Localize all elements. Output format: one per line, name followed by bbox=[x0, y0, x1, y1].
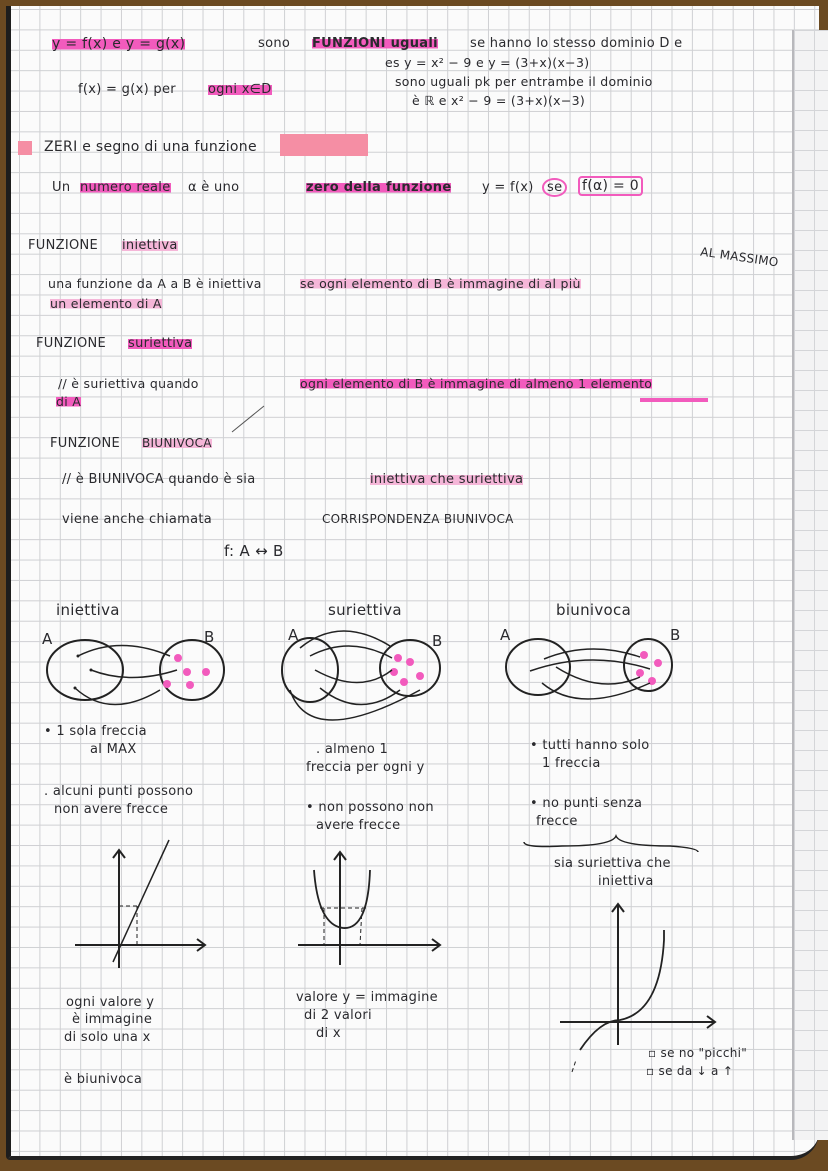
bijective-title-hl: BIUNIVOCA bbox=[142, 436, 212, 450]
notebook-page bbox=[6, 6, 819, 1160]
injective-title: FUNZIONE bbox=[28, 238, 99, 253]
zeros-se: se bbox=[542, 178, 568, 197]
bijective-note-3: • no punti senza bbox=[530, 796, 643, 811]
bijective-notation: f: A ↔ B bbox=[224, 542, 284, 560]
bijective-def: // è BIUNIVOCA quando è sia bbox=[62, 472, 256, 487]
injective-def-hl: se ogni elemento di B è immagine di al p… bbox=[300, 276, 581, 291]
injective-graph-caption-3: di solo una x bbox=[64, 1030, 151, 1045]
injective-note-2: al MAX bbox=[90, 742, 137, 757]
injective-def: una funzione da A a B è iniettiva bbox=[48, 276, 262, 291]
section-marker bbox=[18, 141, 32, 155]
surjective-note-3: • non possono non bbox=[306, 800, 434, 815]
bijective-note-1: • tutti hanno solo bbox=[530, 738, 650, 753]
injective-conclusion: è biunivoca bbox=[64, 1072, 143, 1087]
bijective-graph-caption-1: ▫ se no "picchi" bbox=[648, 1046, 748, 1060]
almeno-underline bbox=[640, 398, 708, 402]
pointer-line bbox=[231, 405, 265, 433]
surjective-parabola-graph bbox=[298, 850, 442, 965]
surjective-def: // è suriettiva quando bbox=[58, 376, 199, 391]
surjective-graph-caption-2: di 2 valori bbox=[304, 1008, 372, 1023]
title-highlight-block bbox=[280, 134, 368, 156]
injective-graph-caption-1: ogni valore y bbox=[66, 995, 155, 1010]
example-line-2: sono uguali pk per entrambe il dominio bbox=[395, 74, 653, 89]
bijective-note-2: 1 freccia bbox=[542, 756, 601, 771]
equal-functions-condition: se hanno lo stesso dominio D e bbox=[470, 36, 683, 51]
surjective-note-4: avere frecce bbox=[316, 818, 401, 833]
injective-venn-diagram bbox=[46, 639, 225, 706]
bijective-curve-graph bbox=[560, 902, 717, 1073]
surjective-note-2: freccia per ogni y bbox=[306, 760, 425, 775]
surjective-title: FUNZIONE bbox=[36, 336, 107, 351]
diagram-bijective-title: biunivoca bbox=[556, 601, 632, 619]
surjective-def-hl2: di A bbox=[56, 394, 82, 409]
equal-functions-line2: f(x) = g(x) per bbox=[78, 82, 176, 97]
surjective-graph-caption-1: valore y = immagine bbox=[296, 990, 438, 1005]
equal-functions-line2-hl: ogni x∈D bbox=[208, 82, 272, 97]
zeros-condition: f(α) = 0 bbox=[578, 176, 644, 196]
zeros-real-number: numero reale bbox=[80, 180, 171, 195]
example-line-1: es y = x² − 9 e y = (3+x)(x−3) bbox=[385, 55, 590, 70]
surjective-graph-caption-3: di x bbox=[316, 1026, 341, 1041]
set-b-label: B bbox=[432, 632, 443, 650]
injective-title-hl: iniettiva bbox=[122, 238, 178, 253]
brace-caption-1: sia suriettiva che bbox=[554, 856, 671, 871]
example-line-3: è ℝ e x² − 9 = (3+x)(x−3) bbox=[412, 93, 586, 108]
zeros-title: ZERI e segno di una funzione bbox=[44, 139, 257, 155]
injective-line-graph bbox=[75, 839, 207, 968]
set-a-label: A bbox=[288, 626, 299, 644]
injective-def-hl2: un elemento di A bbox=[50, 296, 162, 311]
surjective-note-1: . almeno 1 bbox=[316, 742, 389, 757]
injective-graph-caption-2: è immagine bbox=[72, 1012, 153, 1027]
zeros-function: y = f(x) bbox=[482, 180, 534, 195]
set-b-label: B bbox=[204, 628, 215, 646]
injective-note-3: . alcuni punti possono bbox=[44, 784, 194, 799]
zeros-alpha: α è uno bbox=[188, 180, 240, 195]
bijective-graph-caption-2: ▫ se da ↓ a ↑ bbox=[646, 1064, 734, 1078]
diagram-injective-title: iniettiva bbox=[56, 601, 120, 619]
injective-note-1: • 1 sola freccia bbox=[44, 724, 147, 739]
injective-note-4: non avere frecce bbox=[54, 802, 169, 817]
equal-functions-term: FUNZIONI uguali bbox=[312, 36, 438, 51]
bijective-alias-term: CORRISPONDENZA biunivoca bbox=[322, 512, 514, 526]
curly-brace bbox=[523, 833, 699, 853]
bijective-def-hl: iniettiva che suriettiva bbox=[370, 472, 524, 487]
zeros-term: zero della funzione bbox=[306, 180, 452, 195]
equal-functions-expr: y = f(x) e y = g(x) bbox=[52, 36, 186, 52]
next-page-edge bbox=[792, 30, 828, 1140]
zeros-line-start: Un bbox=[52, 180, 71, 195]
bijective-alias: viene anche chiamata bbox=[62, 512, 213, 527]
bijective-venn-diagram bbox=[505, 638, 673, 700]
surjective-title-hl: suriettiva bbox=[128, 336, 193, 351]
brace-caption-2: iniettiva bbox=[598, 874, 654, 889]
bijective-note-4: frecce bbox=[536, 814, 578, 829]
set-b-label: B bbox=[670, 626, 681, 644]
equal-functions-sono: sono bbox=[258, 36, 291, 51]
surjective-venn-diagram bbox=[281, 630, 441, 721]
bijective-title: FUNZIONE bbox=[50, 436, 121, 451]
surjective-def-hl: ogni elemento di B è immagine di almeno … bbox=[300, 376, 653, 391]
set-a-label: A bbox=[500, 626, 511, 644]
diagram-surjective-title: suriettiva bbox=[328, 601, 402, 619]
set-a-label: A bbox=[42, 630, 53, 648]
